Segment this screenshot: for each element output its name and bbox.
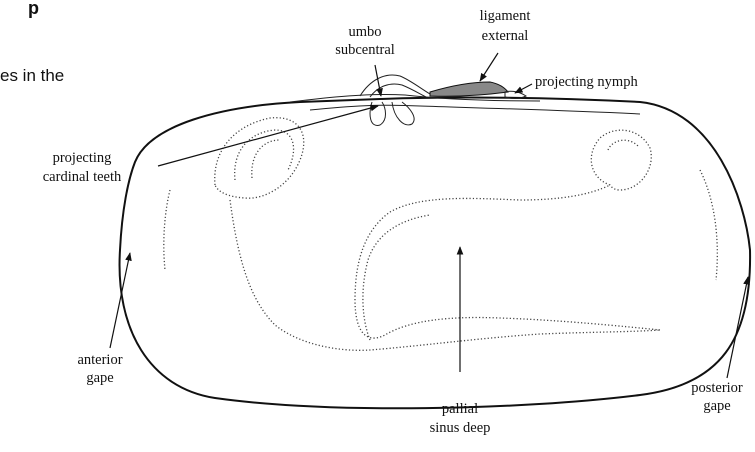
ligament-leader [480, 53, 498, 81]
umbo-beak [360, 75, 430, 96]
label-anterior-line1: anterior [77, 352, 122, 368]
label-projecting-nymph: projecting nymph [535, 74, 638, 90]
pallial-line [230, 200, 660, 350]
cropped-heading-fragment: p [28, 0, 39, 18]
anterior-scar-ring-2 [252, 140, 280, 178]
posterior-scar-ring [608, 140, 638, 150]
label-umbo-line2: subcentral [335, 42, 395, 58]
anterior-margin-trace [164, 190, 170, 270]
label-ligament-line2: external [482, 28, 529, 44]
pallial-sinus [355, 185, 660, 338]
inner-dorsal-margin [310, 105, 640, 114]
label-posterior-line1: posterior [691, 380, 743, 396]
shell-outline [120, 98, 751, 409]
label-pallial-line1: pallial [442, 401, 478, 417]
umbo-leader [375, 65, 381, 96]
label-umbo-line1: umbo [348, 24, 381, 40]
nymph-leader [515, 84, 532, 93]
label-cardinal-line1: projecting [53, 150, 112, 166]
posterior-margin-trace [700, 170, 717, 280]
label-cardinal-line2: cardinal teeth [43, 169, 122, 185]
posterior-adductor-scar [591, 130, 651, 190]
label-pallial-line2: sinus deep [430, 420, 491, 436]
posterior-gape-leader [727, 277, 748, 378]
label-anterior-line2: gape [86, 370, 113, 386]
pallial-sinus-inner [363, 215, 430, 340]
label-ligament-line1: ligament [480, 8, 531, 24]
cropped-body-fragment: es in the [0, 66, 64, 85]
cardinal-teeth-leader [158, 106, 378, 166]
label-posterior-line2: gape [703, 398, 730, 414]
ligament [430, 82, 508, 96]
